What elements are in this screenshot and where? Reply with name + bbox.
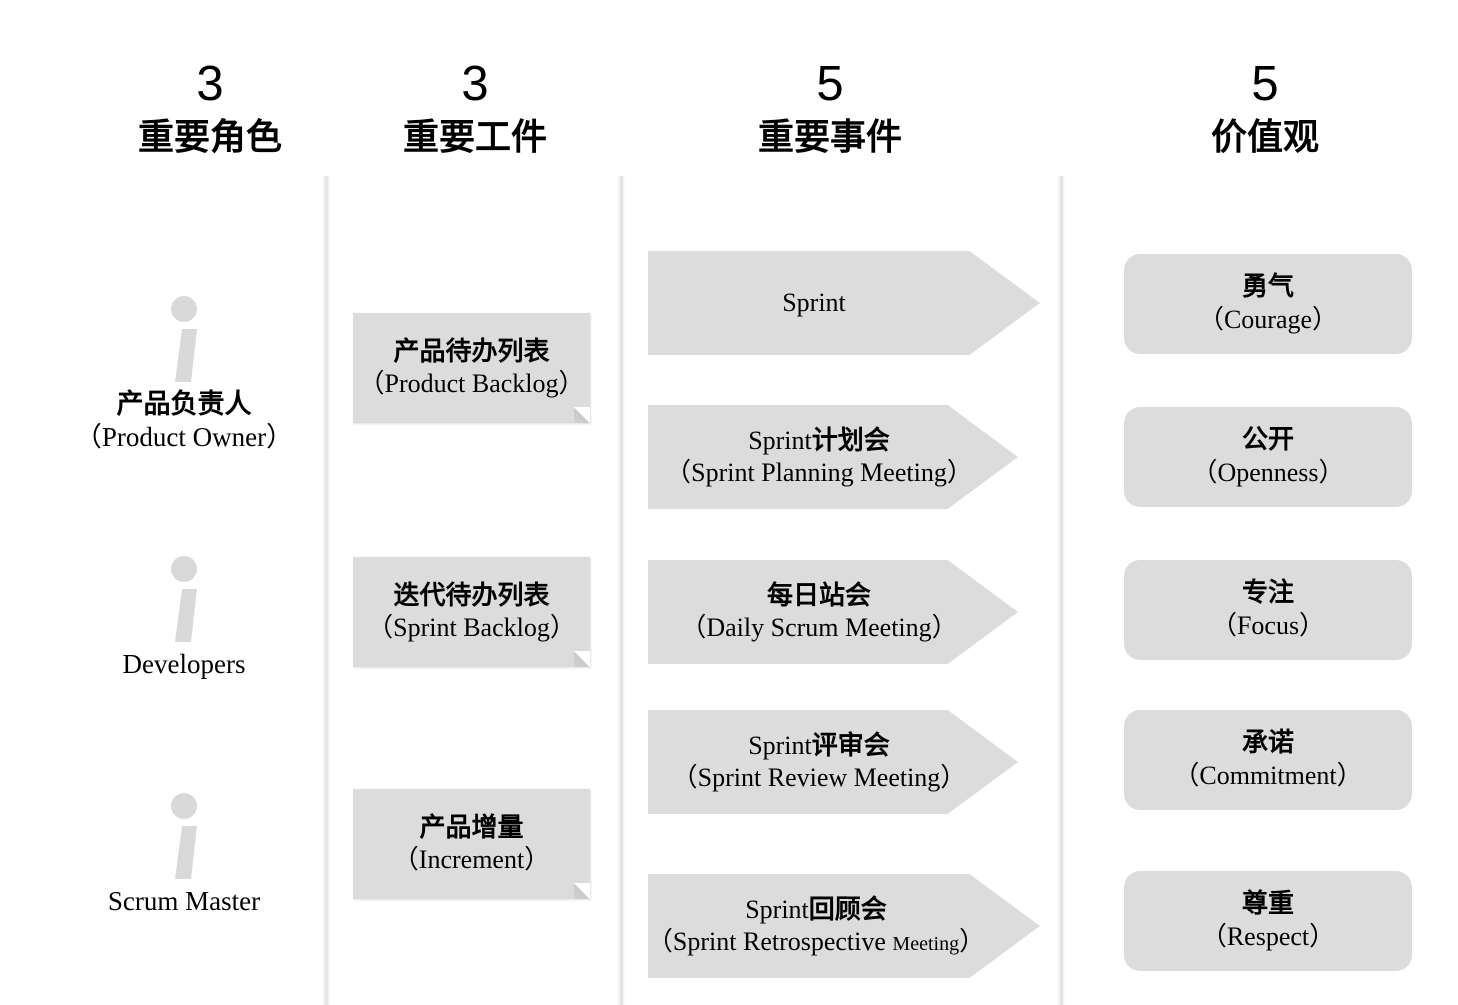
artifact-name-cn: 产品增量 [419, 812, 524, 842]
value-courage: 勇气 （Courage） [1124, 254, 1412, 354]
event-name-en: （Sprint Planning Meeting） [665, 458, 973, 487]
value-name-en: （Commitment） [1173, 761, 1363, 790]
role-name-en: Scrum Master [107, 886, 261, 916]
column-count-values: 5 [1251, 57, 1279, 111]
artifact-name-en: （Sprint Backlog） [367, 613, 576, 642]
event-name-main: Sprint计划会 [748, 425, 890, 455]
event-label-sprint: Sprint [782, 287, 846, 320]
column-header-events: 5 重要事件 [665, 57, 995, 157]
value-name-cn: 尊重 [1241, 889, 1294, 919]
column-title-values: 价值观 [1210, 117, 1319, 157]
event-sprint-review: Sprint评审会 （Sprint Review Meeting） [648, 710, 1018, 814]
artifact-name-cn: 迭代待办列表 [393, 580, 550, 610]
role-name-en: Developers [122, 649, 246, 679]
value-name-en: （Respect） [1200, 922, 1336, 951]
person-icon [162, 556, 206, 642]
value-focus: 专注 （Focus） [1124, 560, 1412, 660]
event-name-en: （Sprint Review Meeting） [671, 763, 967, 792]
artifact-label-increment: 产品增量 （Increment） [393, 812, 550, 876]
value-name-cn: 公开 [1241, 425, 1294, 455]
column-title-roles: 重要角色 [137, 117, 282, 157]
event-name-main: 每日站会 [766, 580, 871, 610]
column-header-artifacts: 3 重要工件 [310, 57, 640, 157]
event-name-en: （Daily Scrum Meeting） [680, 613, 958, 642]
role-label-developers: Developers [44, 648, 324, 681]
value-name-en: （Openness） [1191, 458, 1345, 487]
value-label-openness: 公开 （Openness） [1191, 424, 1344, 490]
role-name-en: （Product Owner） [74, 421, 294, 452]
value-commitment: 承诺 （Commitment） [1124, 710, 1412, 810]
value-respect: 尊重 （Respect） [1124, 871, 1412, 971]
divider-events-values [1057, 176, 1065, 1005]
event-sprint-planning: Sprint计划会 （Sprint Planning Meeting） [648, 405, 1018, 509]
value-label-courage: 勇气 （Courage） [1198, 271, 1338, 337]
person-icon [162, 296, 206, 382]
column-count-roles: 3 [196, 57, 224, 111]
event-name-main: Sprint [782, 287, 846, 317]
column-title-events: 重要事件 [757, 117, 902, 157]
event-daily-scrum: 每日站会 （Daily Scrum Meeting） [648, 560, 1018, 664]
value-label-focus: 专注 （Focus） [1211, 577, 1325, 643]
event-label-sprint-review: Sprint评审会 （Sprint Review Meeting） [672, 730, 967, 795]
value-name-cn: 承诺 [1241, 728, 1294, 758]
artifact-label-sprint-backlog: 迭代待办列表 （Sprint Backlog） [367, 580, 576, 644]
event-sprint: Sprint [648, 251, 1040, 355]
artifact-name-cn: 产品待办列表 [393, 336, 550, 366]
value-label-respect: 尊重 （Respect） [1201, 888, 1335, 954]
role-name-cn: 产品负责人 [116, 389, 252, 419]
role-scrum-master: Scrum Master [44, 793, 324, 918]
person-icon [162, 793, 206, 879]
artifact-name-en: （Product Backlog） [358, 369, 585, 398]
artifact-label-product-backlog: 产品待办列表 （Product Backlog） [358, 336, 584, 400]
artifact-increment: 产品增量 （Increment） [353, 789, 590, 899]
value-name-en: （Focus） [1210, 611, 1326, 640]
event-sprint-retrospective: Sprint回顾会 （Sprint Retrospective Meeting） [648, 874, 1040, 978]
value-name-en: （Courage） [1197, 305, 1339, 334]
column-count-artifacts: 3 [461, 57, 489, 111]
column-header-values: 5 价值观 [1100, 57, 1430, 157]
role-label-scrum-master: Scrum Master [44, 885, 324, 918]
divider-roles-artifacts [322, 176, 330, 1005]
role-product-owner: 产品负责人 （Product Owner） [44, 296, 324, 454]
column-title-artifacts: 重要工件 [402, 117, 547, 157]
value-name-cn: 专注 [1241, 578, 1294, 608]
event-name-en: （Sprint Retrospective Meeting） [646, 927, 986, 956]
artifact-product-backlog: 产品待办列表 （Product Backlog） [353, 313, 590, 423]
column-count-events: 5 [816, 57, 844, 111]
value-openness: 公开 （Openness） [1124, 407, 1412, 507]
value-label-commitment: 承诺 （Commitment） [1173, 727, 1362, 793]
artifact-name-en: （Increment） [392, 845, 551, 874]
divider-artifacts-events [617, 176, 625, 1005]
event-name-main: Sprint评审会 [748, 730, 890, 760]
column-header-roles: 3 重要角色 [45, 57, 375, 157]
event-label-sprint-retrospective: Sprint回顾会 （Sprint Retrospective Meeting） [646, 894, 986, 959]
value-name-cn: 勇气 [1241, 272, 1294, 302]
artifact-sprint-backlog: 迭代待办列表 （Sprint Backlog） [353, 557, 590, 667]
event-name-main: Sprint回顾会 [745, 894, 887, 924]
event-label-daily-scrum: 每日站会 （Daily Scrum Meeting） [680, 580, 957, 645]
role-label-product-owner: 产品负责人 （Product Owner） [44, 388, 324, 454]
event-label-sprint-planning: Sprint计划会 （Sprint Planning Meeting） [665, 425, 973, 490]
role-developers: Developers [44, 556, 324, 681]
